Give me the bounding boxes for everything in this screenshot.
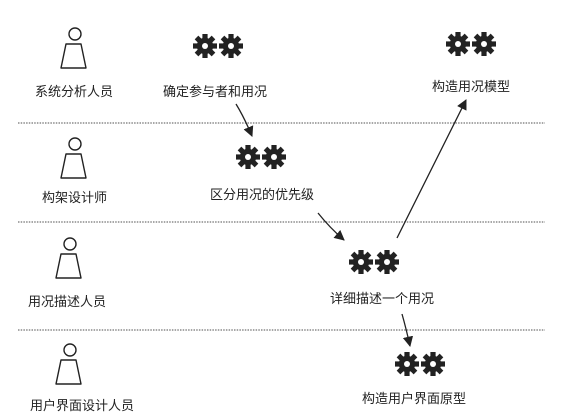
activity-structure-model: 构造用况模型 — [432, 80, 510, 95]
activity-prototype-ui: 构造用户界面原型 — [362, 391, 466, 407]
flow-arrow — [401, 313, 414, 348]
gears-icon — [349, 250, 399, 274]
gears-icon — [193, 34, 243, 58]
flow-arrow — [396, 99, 467, 239]
flow-arrow — [317, 212, 345, 241]
gears-icon — [236, 145, 286, 169]
actor-label-system-analyst: 系统分析人员 — [35, 85, 113, 100]
flow-arrow — [235, 103, 254, 137]
gears-icon — [446, 32, 496, 56]
worker-icon — [55, 343, 82, 385]
worker-icon — [60, 137, 87, 179]
actor-label-use-case-specifier: 用况描述人员 — [28, 295, 106, 310]
gears-icon — [395, 352, 445, 376]
activity-prioritize: 区分用况的优先级 — [210, 187, 314, 203]
actor-label-ui-designer: 用户界面设计人员 — [30, 398, 134, 414]
actor-label-architect: 构架设计师 — [42, 191, 107, 206]
activity-find-actors: 确定参与者和用况 — [163, 84, 267, 100]
activity-detail: 详细描述一个用况 — [330, 292, 434, 307]
worker-icon — [60, 27, 87, 69]
worker-icon — [55, 237, 82, 279]
